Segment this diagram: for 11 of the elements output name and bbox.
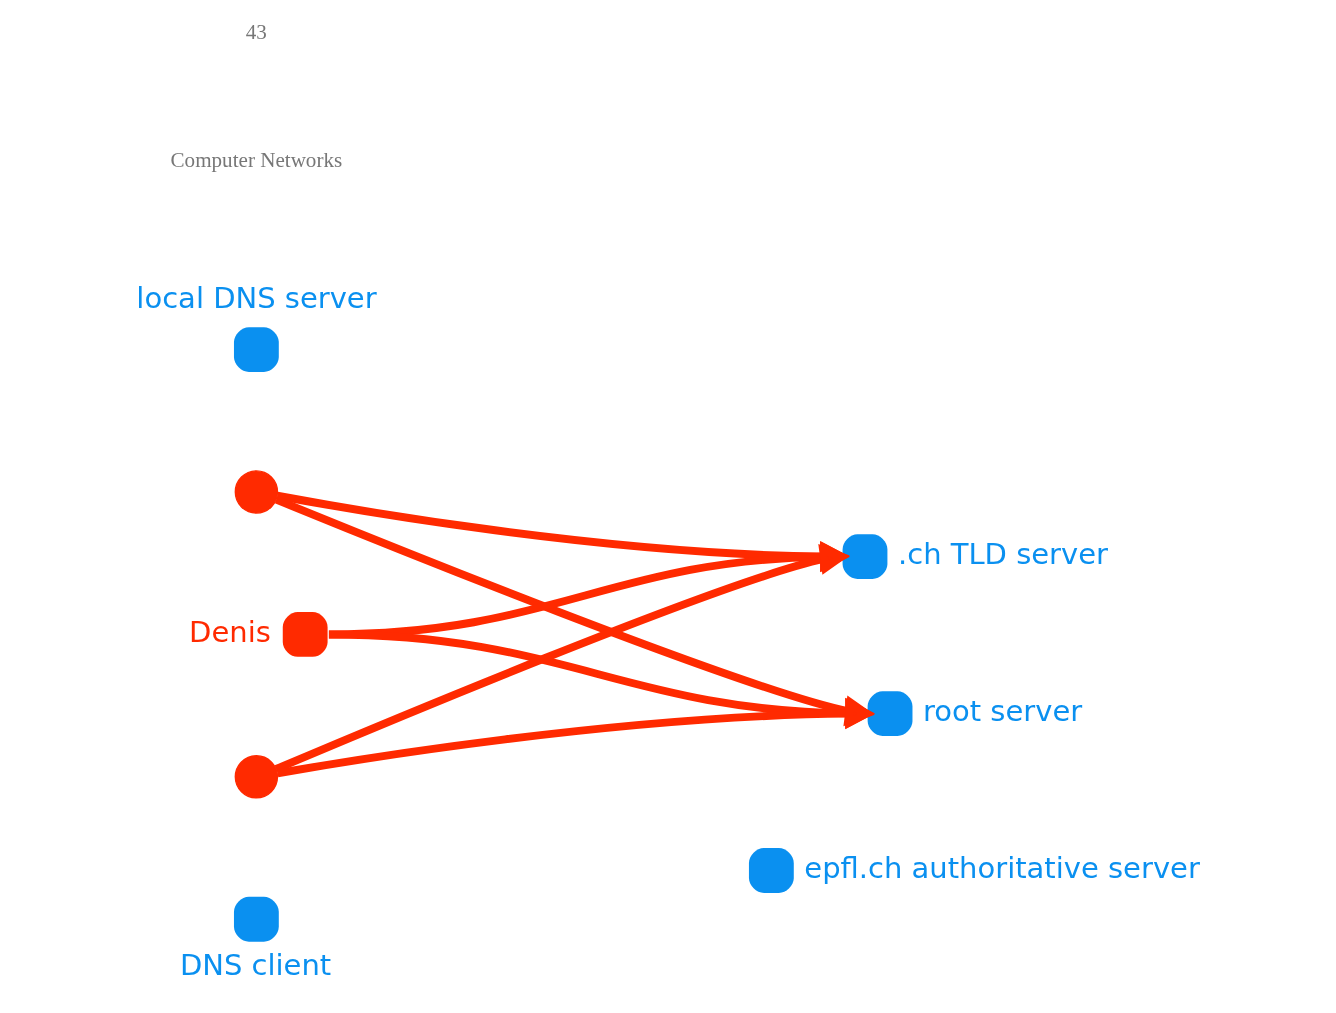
node-circle [234, 470, 278, 514]
node-label: DNS client [179, 948, 331, 983]
node-label: local DNS server [135, 281, 377, 316]
node-label: .ch TLD server [897, 537, 1108, 571]
node-label: Denis [188, 614, 271, 649]
node-label: root server [922, 693, 1082, 728]
arrow [274, 544, 850, 773]
label: 43 [245, 20, 267, 45]
node-circle [234, 755, 278, 799]
label: Computer Networks [170, 148, 342, 173]
node-label: epfl.ch authoritative server [803, 850, 1200, 885]
